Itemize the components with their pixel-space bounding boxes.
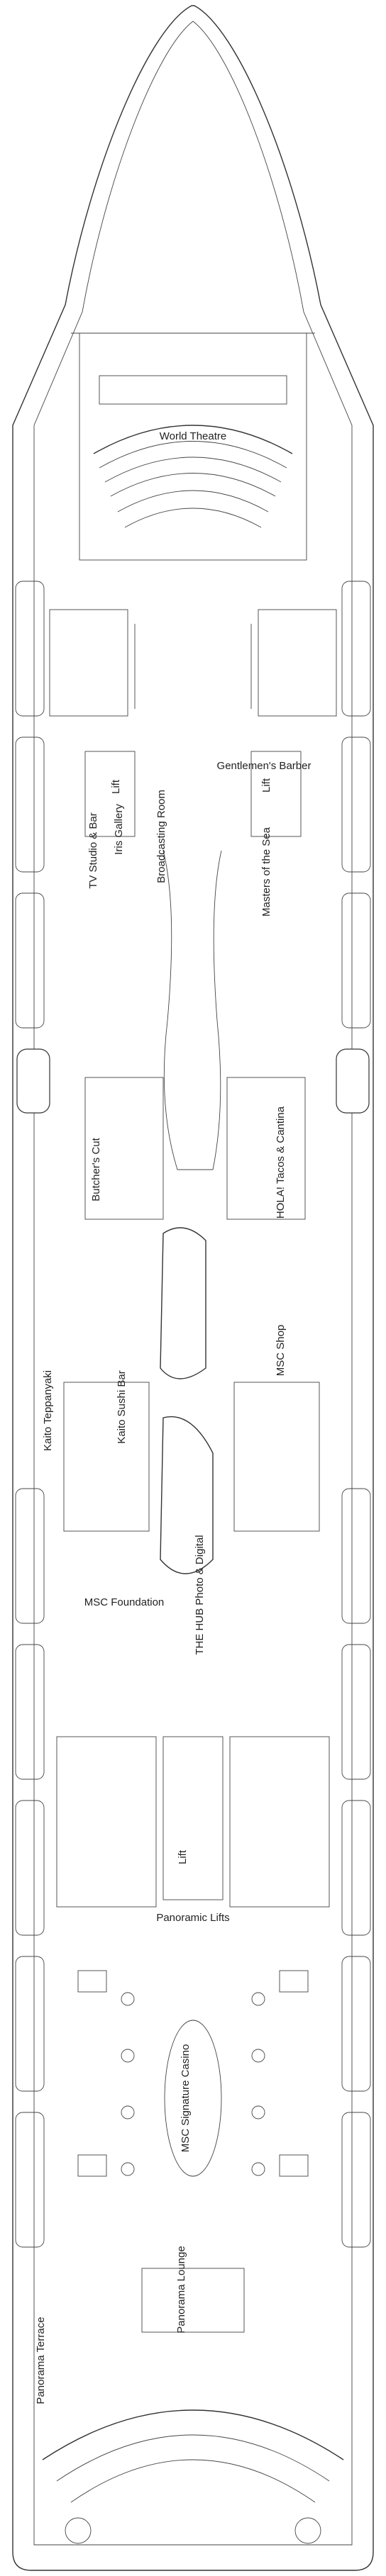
central-corridor bbox=[162, 850, 222, 1170]
panorama-lounge-area bbox=[42, 2268, 344, 2544]
atrium-walls bbox=[63, 1077, 320, 1574]
hola-label: HOLA! Tacos & Cantina bbox=[275, 1106, 287, 1219]
lift-label-1: Lift bbox=[110, 779, 122, 794]
msc-shop-label: MSC Shop bbox=[275, 1325, 287, 1377]
gentlemens-barber-label: Gentlemen's Barber bbox=[217, 760, 311, 772]
tender-left bbox=[16, 1048, 50, 1114]
panoramic-lifts-label: Panoramic Lifts bbox=[156, 1912, 229, 1924]
kaito-teppanyaki-label: Kaito Teppanyaki bbox=[42, 1370, 54, 1451]
casino-tables bbox=[77, 1970, 309, 2177]
aft-lift-blocks bbox=[56, 1736, 330, 1908]
forward-stair-blocks bbox=[49, 609, 337, 837]
msc-foundation-label: MSC Foundation bbox=[84, 1596, 165, 1608]
broadcasting-room-label: Broadcasting Room bbox=[155, 790, 167, 883]
iris-gallery-label: Iris Gallery bbox=[113, 804, 125, 855]
lifeboat-bays-right bbox=[341, 581, 371, 2248]
lifeboat-bays-left bbox=[15, 581, 45, 2248]
tv-studio-label: TV Studio & Bar bbox=[87, 812, 99, 889]
world-theatre-area bbox=[79, 332, 307, 561]
world-theatre-label: World Theatre bbox=[160, 430, 227, 442]
lift-label-3: Lift bbox=[177, 1849, 189, 1864]
msc-signature-casino-label: MSC Signature Casino bbox=[180, 2044, 192, 2153]
panorama-lounge-label: Panorama Lounge bbox=[175, 2246, 187, 2333]
butchers-cut-label: Butcher's Cut bbox=[90, 1137, 102, 1201]
lift-label-2: Lift bbox=[260, 778, 272, 793]
tender-right bbox=[336, 1048, 370, 1114]
the-hub-label: THE HUB Photo & Digital bbox=[194, 1535, 206, 1654]
panorama-terrace-label: Panorama Terrace bbox=[35, 2317, 47, 2404]
hull-outline bbox=[12, 5, 374, 2571]
kaito-sushi-bar-label: Kaito Sushi Bar bbox=[116, 1370, 128, 1443]
hull-inner bbox=[33, 21, 353, 2546]
masters-of-the-sea-label: Masters of the Sea bbox=[260, 827, 272, 917]
